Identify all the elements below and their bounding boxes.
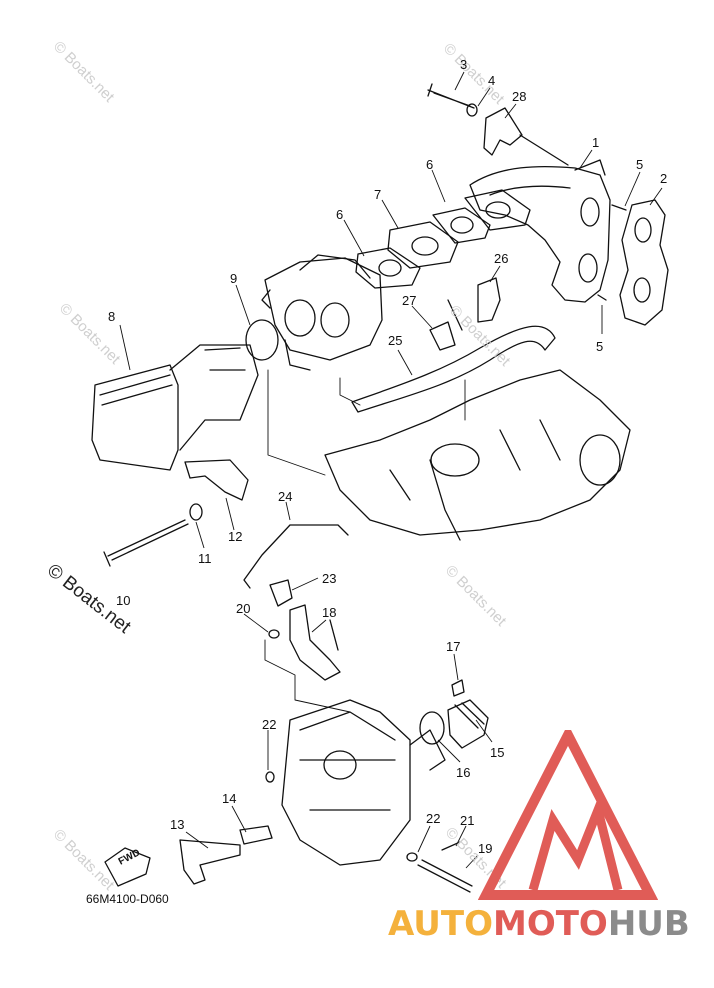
callout-9: 9 xyxy=(230,271,238,286)
callout-14: 14 xyxy=(222,791,237,806)
callout-4: 4 xyxy=(488,73,496,88)
intake-plenum xyxy=(281,699,411,866)
callout-5: 5 xyxy=(636,157,644,172)
callout-19: 19 xyxy=(478,841,493,856)
manifold-part xyxy=(469,165,611,303)
brand-logo: AUTOMOTOHUB xyxy=(388,904,690,944)
callout-8: 8 xyxy=(108,309,116,324)
diagram-code: 66M4100-D060 xyxy=(86,892,169,906)
callout-25: 25 xyxy=(388,333,403,348)
gasket-6b xyxy=(432,207,491,244)
callout-10: 10 xyxy=(116,593,131,608)
callout-16: 16 xyxy=(456,765,471,780)
gasket-2 xyxy=(619,199,669,326)
callout-13: 13 xyxy=(170,817,185,832)
brand-logo-mark xyxy=(478,730,658,900)
gasket-6a xyxy=(464,189,531,231)
o-ring-9 xyxy=(245,319,279,361)
callout-7: 7 xyxy=(374,187,382,202)
callout-26: 26 xyxy=(494,251,509,266)
callout-15: 15 xyxy=(490,745,505,760)
cylinder-block xyxy=(324,369,631,536)
callout-28: 28 xyxy=(512,89,527,104)
plate-7 xyxy=(387,221,459,269)
callout-6: 6 xyxy=(336,207,344,222)
bracket-28 xyxy=(483,107,523,156)
callout-6: 6 xyxy=(426,157,434,172)
fwd-arrow xyxy=(104,847,151,887)
boot-15 xyxy=(447,699,489,749)
brand-moto: MOTO xyxy=(492,904,608,944)
callout-18: 18 xyxy=(322,605,337,620)
callout-23: 23 xyxy=(322,571,337,586)
callout-20: 20 xyxy=(236,601,251,616)
callout-27: 27 xyxy=(402,293,417,308)
callout-24: 24 xyxy=(278,489,293,504)
callout-21: 21 xyxy=(460,813,475,828)
fuel-hose-25 xyxy=(351,325,556,413)
carburetor xyxy=(264,257,383,361)
callout-11: 11 xyxy=(198,551,212,566)
callout-12: 12 xyxy=(228,529,243,544)
callout-5: 5 xyxy=(596,339,604,354)
callout-22: 22 xyxy=(262,717,277,732)
brand-auto: AUTO xyxy=(388,904,493,944)
brand-hub: HUB xyxy=(607,904,690,944)
callout-2: 2 xyxy=(660,171,668,186)
callout-17: 17 xyxy=(446,639,461,654)
callout-22: 22 xyxy=(426,811,441,826)
intake-silencer xyxy=(91,364,179,471)
callout-1: 1 xyxy=(592,135,600,150)
callout-3: 3 xyxy=(460,57,468,72)
